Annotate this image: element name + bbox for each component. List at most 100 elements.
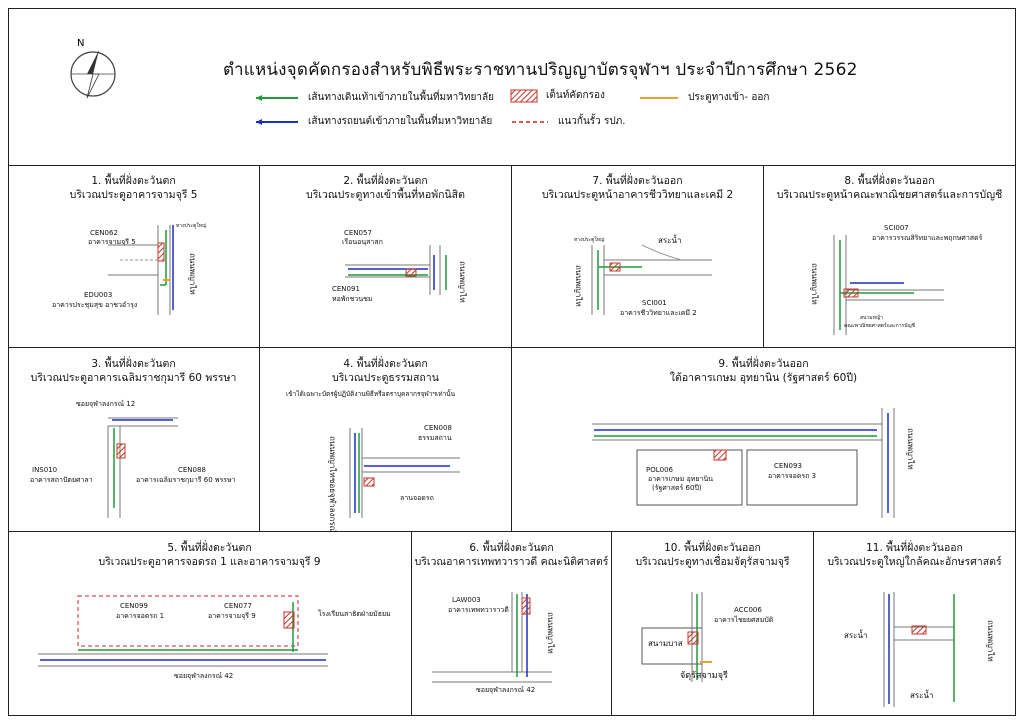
panel-9: 9. พื้นที่ฝั่งตะวันออก ใต้อาคารเกษม อุทย… [512,348,1016,532]
legend-gate: ประตูทางเข้า- ออก [638,90,769,105]
panel-8-subtitle: บริเวณประตูหน้าคณะพาณิชยศาสตร์และการบัญช… [776,189,1003,201]
label-sathapat: อาคารสถาปัตยศาลา [30,476,93,484]
label-soi12: ซอยจุฬาลงกรณ์ 12 [76,400,136,408]
label-soi6: ซอยจุฬาลงกรณ์ 6 [328,478,337,532]
legend-walk: เส้นทางเดินเท้าเข้าภายในพื้นที่มหาวิทยาล… [254,90,494,105]
panel-5: 5. พื้นที่ฝั่งตะวันตก บริเวณประตูอาคารจอ… [8,532,412,716]
panel-1-map [108,225,174,315]
label-main-gate-7: ทางประตูใหญ่ [574,237,605,243]
panel-6-subtitle: บริเวณอาคารเทพทวาราวดี คณะนิติศาสตร์ [414,556,609,568]
label-edu003: EDU003 [84,291,113,299]
label-lawn-8: สนามหญ้า [860,315,883,321]
label-cen008: CEN008 [424,424,452,432]
label-law003: LAW003 [452,596,481,604]
label-chamchuri5: อาคารจามจุรี 5 [88,238,136,246]
panel-4-note: เข้าได้เฉพาะบัตรผู้ปฏิบัติงานพิธีหรือตรา… [286,390,456,398]
label-thammasathan: ธรรมสถาน [418,434,452,442]
label-satit: โรงเรียนสาธิตฝ่ายมัธยม [318,610,391,618]
label-prachumsuk: อาคารประชุมสุข อาชวอำรุง [52,301,138,309]
tent-swatch [510,89,538,102]
label-phayathai-4: ถนนพญาไท [328,436,337,478]
panel-1: 1. พื้นที่ฝั่งตะวันตก บริเวณประตูอาคารจา… [8,165,260,348]
panel-8: 8. พื้นที่ฝั่งตะวันออก บริเวณประตูหน้าคณ… [764,165,1016,348]
label-chamchuri-square: จัตุรัสจามจุรี [680,671,728,681]
panel-11-subtitle: บริเวณประตูใหญ่ใกล้คณะอักษรศาสตร์ [827,556,1002,568]
label-anusasok: เรือนอนุสาสก [342,238,383,246]
panel-10-subtitle: บริเวณประตูทางเชื่อมจัตุรัสจามจุรี [635,556,790,568]
label-acc006: ACC006 [734,606,762,614]
label-chuanchom: หอพักชวนชม [332,295,373,303]
panel-5-title: 5. พื้นที่ฝั่งตะวันตก [167,542,252,554]
label-pond-7: สระน้ำ [658,236,682,245]
legend-car-label: เส้นทางรถยนต์เข้าภายในพื้นที่มหาวิทยาลัย [308,116,493,127]
panel-3: 3. พื้นที่ฝั่งตะวันตก บริเวณประตูอาคารเฉ… [8,348,260,532]
panel-4-title: 4. พื้นที่ฝั่งตะวันตก [343,358,428,370]
panel-6: 6. พื้นที่ฝั่งตะวันตก บริเวณอาคารเทพทวาร… [412,532,612,716]
gate-swatch [640,96,678,99]
car-route-swatch [256,118,298,125]
panel-11: 11. พื้นที่ฝั่งตะวันออก บริเวณประตูใหญ่ใ… [814,532,1016,716]
label-cen057: CEN057 [344,229,372,237]
label-cen093: CEN093 [774,462,802,470]
walk-route-swatch [256,94,298,101]
label-soi42-5: ซอยจุฬาลงกรณ์ 42 [174,672,234,680]
label-parking-4: ลานจอดรถ [400,494,434,502]
legend-car: เส้นทางรถยนต์เข้าภายในพื้นที่มหาวิทยาลัย [254,114,492,129]
panel-6-title: 6. พื้นที่ฝั่งตะวันตก [469,542,554,554]
label-cen077: CEN077 [224,602,252,610]
panel-7: 7. พื้นที่ฝั่งตะวันออก บริเวณประตูหน้าอา… [512,165,764,348]
label-ins010: INS010 [32,466,58,474]
fence-swatch [512,120,548,123]
label-phayathai-8: ถนนพญาไท [810,263,819,305]
panel-3-map [107,417,178,518]
panel-4-subtitle: บริเวณประตูธรรมสถาน [332,372,439,384]
label-pond-11b: สระน้ำ [910,691,934,700]
panel-11-map [883,592,955,707]
panel-2-map [345,245,447,295]
panel-11-title: 11. พื้นที่ฝั่งตะวันออก [866,542,963,554]
panel-9-map [592,408,895,518]
label-main-gate-1: ทางประตูใหญ่ [176,223,207,229]
label-kasem: อาคารเกษม อุทยานิน [648,475,714,483]
label-chaloem60: อาคารเฉลิมราชกุมารี 60 พรรษา [136,476,236,484]
label-cen091: CEN091 [332,285,360,293]
label-basketball: สนามบาส [648,639,683,648]
panel-10-title: 10. พื้นที่ฝั่งตะวันออก [664,542,761,554]
panel-8-title: 8. พื้นที่ฝั่งตะวันออก [844,175,935,187]
legend-gate-label: ประตูทางเข้า- ออก [688,92,770,103]
label-chamchuri9: อาคารจามจุรี 9 [208,612,256,620]
label-sci001: SCI001 [642,299,667,307]
page-title: ตำแหน่งจุดคัดกรองสำหรับพิธีพระราชทานปริญ… [223,60,858,80]
legend-tent-label: เต็นท์คัดกรอง [546,90,605,101]
label-phayathai-6: ถนนพญาไท [546,612,555,654]
panel-7-map [591,244,712,315]
label-sci007: SCI007 [884,224,909,232]
panel-4: 4. พื้นที่ฝั่งตะวันตก บริเวณประตูธรรมสถา… [260,348,512,532]
label-cen062: CEN062 [90,229,118,237]
label-phayathai-9: ถนนพญาไท [906,428,915,470]
label-pol006: POL006 [646,466,673,474]
label-bio-chem: อาคารชีววิทยาและเคมี 2 [620,309,697,317]
label-parking-1: อาคารจอดรถ 1 [116,612,165,620]
panel-6-map [432,592,552,683]
panel-2-title: 2. พื้นที่ฝั่งตะวันตก [343,175,428,187]
label-cen088: CEN088 [178,466,206,474]
label-soi42-6: ซอยจุฬาลงกรณ์ 42 [476,686,536,694]
panel-10-map [641,592,712,682]
label-polsci60: (รัฐศาสตร์ 60ปี) [652,484,702,492]
label-parking-3: อาคารจอดรถ 3 [768,472,817,480]
label-phayathai-11: ถนนพญาไท [986,620,995,662]
label-chaiyot: อาคารไชยยศสมบัติ [714,616,774,624]
panel-3-title: 3. พื้นที่ฝั่งตะวันตก [91,358,176,370]
panel-1-subtitle: บริเวณประตูอาคารจามจุรี 5 [69,189,198,201]
panel-3-subtitle: บริเวณประตูอาคารเฉลิมราชกุมารี 60 พรรษา [30,372,237,384]
label-cen099: CEN099 [120,602,148,610]
compass-icon: N [70,38,116,99]
panel-8-map [833,235,944,335]
label-commerce: คณะพาณิชยศาสตร์และการบัญชี [844,323,916,329]
panel-9-title: 9. พื้นที่ฝั่งตะวันออก [718,358,809,370]
panel-10: 10. พื้นที่ฝั่งตะวันออก บริเวณประตูทางเช… [612,532,814,716]
panel-9-subtitle: ใต้อาคารเกษม อุทยานิน (รัฐศาสตร์ 60ปี) [669,372,858,384]
legend-walk-label: เส้นทางเดินเท้าเข้าภายในพื้นที่มหาวิทยาล… [308,92,494,103]
panel-5-map [38,595,328,667]
